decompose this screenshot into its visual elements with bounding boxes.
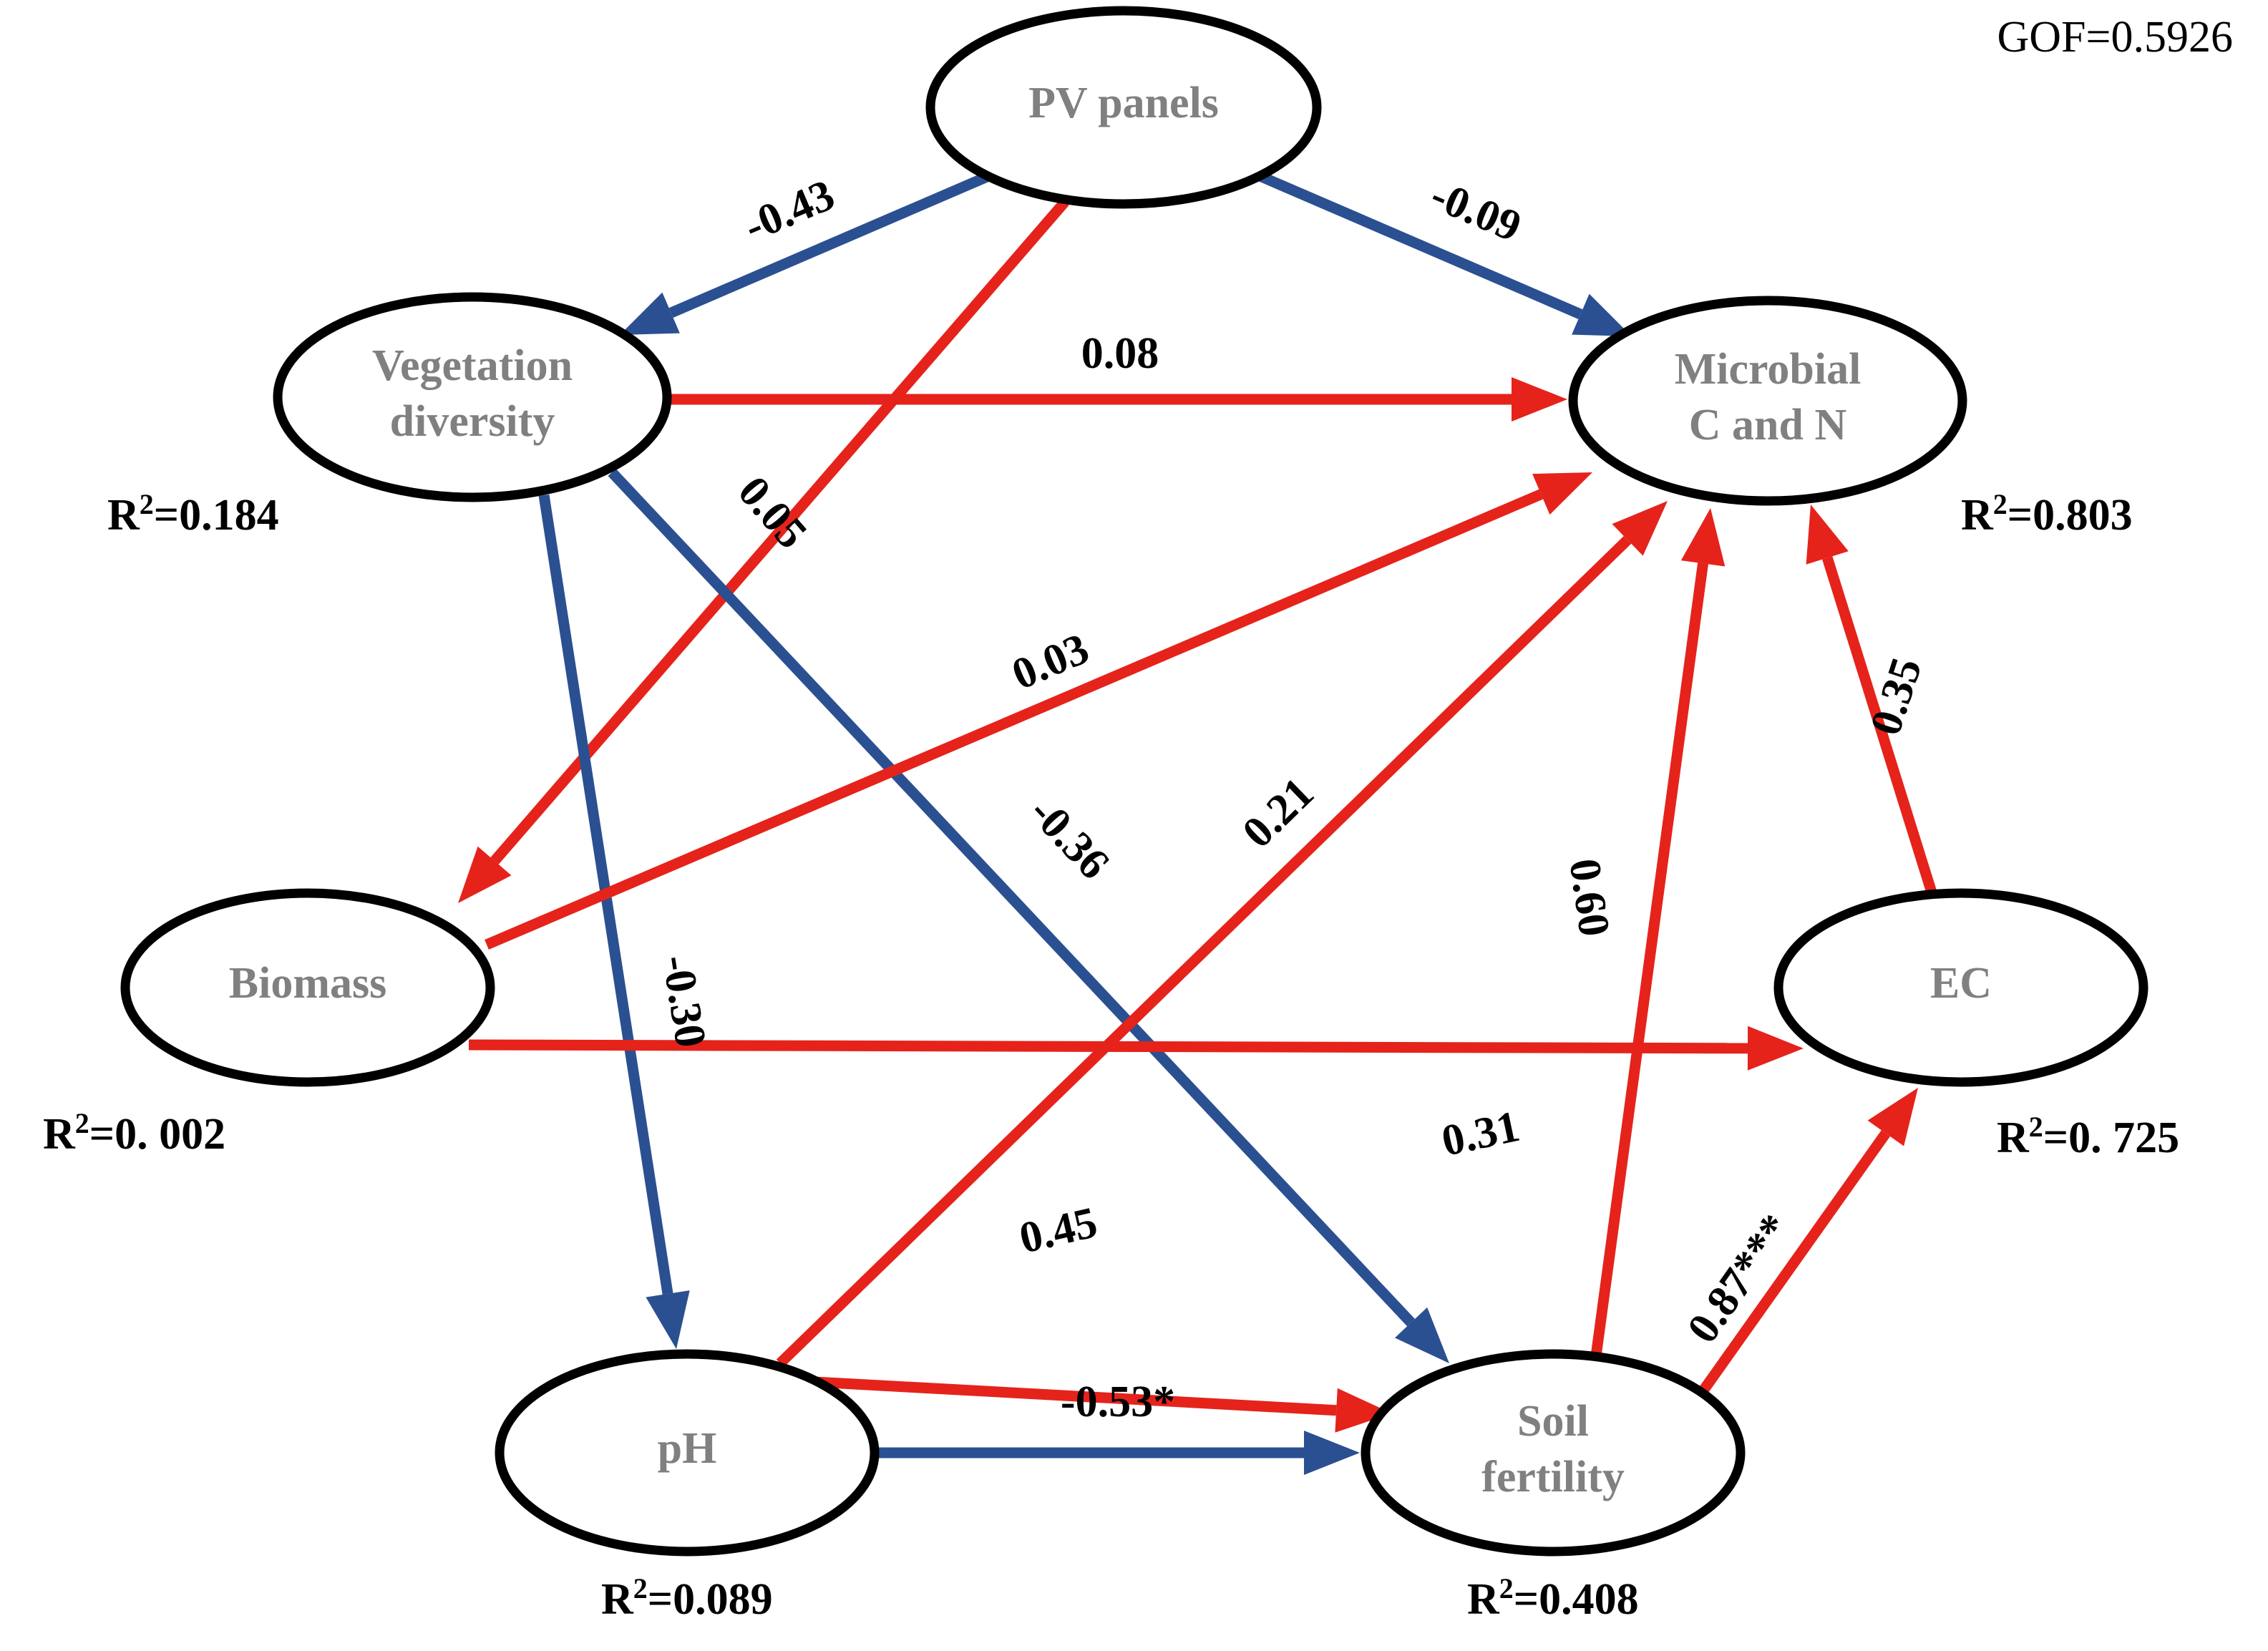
edge-shaft	[608, 468, 1416, 1327]
edge-soil-micro	[1590, 508, 1726, 1358]
edge-soil-ec	[1695, 1088, 1918, 1399]
node-label: PV panels	[1028, 79, 1219, 127]
edge-veg-ph	[538, 494, 690, 1349]
node-label: Biomass	[229, 959, 386, 1008]
edge-shaft	[485, 489, 1544, 950]
edge-label-biomass-ec: 0.31	[1438, 1102, 1524, 1166]
edge-shaft	[1245, 165, 1583, 320]
edge-ph-soil	[877, 1431, 1360, 1475]
edge-veg-micro	[667, 377, 1567, 422]
arrowhead	[1806, 505, 1849, 565]
node-ellipse[interactable]	[495, 1349, 880, 1557]
node-soil[interactable]: Soil fertility	[1361, 1349, 1746, 1557]
node-ellipse[interactable]	[120, 888, 495, 1087]
node-label-line2: fertility	[1481, 1453, 1625, 1501]
edge-label-pv-biomass: 0.05	[729, 467, 817, 557]
arrowhead	[1335, 1388, 1392, 1433]
edge-label-soil-micro: 0.60	[1559, 856, 1618, 940]
node-label: EC	[1930, 959, 1992, 1008]
node-label: Vegetation	[372, 341, 573, 390]
edge-shaft	[490, 198, 1069, 865]
node-ellipse[interactable]	[1361, 1349, 1746, 1557]
edge-label-veg-micro: 0.08	[1081, 329, 1159, 378]
edge-ec-micro	[1806, 505, 1938, 897]
node-label: Soil	[1517, 1397, 1589, 1446]
node-ec[interactable]: EC	[1773, 888, 2148, 1087]
edge-pv-veg	[620, 165, 1004, 335]
node-pv[interactable]: PV panels	[925, 6, 1322, 209]
node-ellipse[interactable]	[1568, 296, 1967, 506]
arrowhead	[1304, 1431, 1360, 1475]
edge-shaft	[668, 165, 1004, 318]
edge-shaft	[1695, 1130, 1890, 1399]
arrowhead	[1867, 1088, 1918, 1146]
edges-layer	[458, 165, 1938, 1475]
arrowhead	[646, 1290, 690, 1349]
arrowhead	[1612, 501, 1668, 556]
edge-pv-micro	[1245, 165, 1632, 336]
arrowhead	[620, 292, 680, 335]
edge-label-veg-soil: -0.36	[1020, 788, 1119, 889]
arrowhead	[458, 846, 512, 903]
edge-shaft	[1822, 556, 1938, 897]
r2-label-biomass: R2=0. 002	[43, 1107, 225, 1159]
node-label-line2: diversity	[390, 397, 555, 446]
arrowhead	[1680, 508, 1726, 567]
node-label: pH	[658, 1424, 717, 1473]
edge-label-ph-soil: -0.53*	[1061, 1378, 1175, 1426]
edge-biomass-micro	[485, 472, 1592, 950]
edge-veg-soil	[608, 468, 1449, 1363]
node-label-line2: C and N	[1689, 401, 1847, 449]
node-ellipse[interactable]	[925, 6, 1322, 209]
node-ph[interactable]: pH	[495, 1349, 880, 1557]
edge-label-veg-ph: -0.30	[653, 952, 715, 1051]
gof-label: GOF=0.5926	[1997, 13, 2234, 62]
edge-shaft	[1590, 562, 1708, 1358]
node-biomass[interactable]: Biomass	[120, 888, 495, 1087]
edge-label-ec-micro: 0.35	[1861, 652, 1931, 741]
arrowhead	[1394, 1307, 1449, 1363]
r2-label-soil: R2=0.408	[1467, 1572, 1639, 1624]
node-label: Microbial	[1675, 345, 1861, 394]
node-veg[interactable]: Vegetation diversity	[273, 292, 672, 502]
arrowhead	[1512, 377, 1567, 422]
edge-shaft	[776, 535, 1632, 1368]
r2-label-ec: R2=0. 725	[1997, 1111, 2179, 1162]
r2-label-veg: R2=0.184	[107, 488, 279, 540]
arrowhead	[1747, 1026, 1804, 1071]
node-ellipse[interactable]	[273, 292, 672, 502]
edge-label-biomass-soil: 0.45	[1015, 1198, 1101, 1263]
node-microbial[interactable]: Microbial C and N	[1568, 296, 1967, 506]
arrowhead	[1572, 293, 1632, 336]
edge-pv-biomass	[458, 198, 1069, 903]
r2-label-ph: R2=0.089	[601, 1572, 773, 1624]
arrowhead	[1532, 472, 1592, 515]
edge-biomass-soil	[801, 1375, 1392, 1433]
node-ellipse[interactable]	[1773, 888, 2148, 1087]
edge-ph-micro	[776, 501, 1668, 1368]
edge-shaft	[801, 1375, 1337, 1416]
r2-label-microbial: R2=0.803	[1961, 488, 2133, 540]
edge-label-pv-micro: -0.09	[1424, 170, 1528, 251]
edge-label-pv-veg: -0.43	[737, 170, 841, 251]
